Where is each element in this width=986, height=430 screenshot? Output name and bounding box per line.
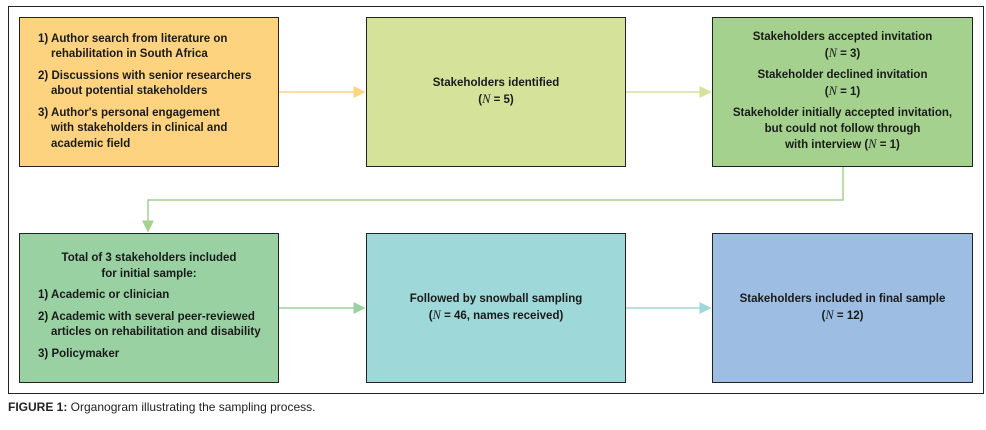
declined-label: Stakeholder declined invitation bbox=[757, 69, 928, 82]
item-text: academic field bbox=[51, 137, 131, 150]
n-symbol: N bbox=[828, 45, 837, 60]
caption-label: FIGURE 1: bbox=[8, 400, 68, 414]
paren: ( bbox=[428, 309, 433, 322]
item-text: rehabilitation in South Africa bbox=[51, 48, 208, 61]
item-number: 1) bbox=[38, 32, 49, 45]
n-symbol: N bbox=[482, 91, 491, 106]
initial-title-line: Total of 3 stakeholders included bbox=[61, 252, 237, 264]
item-text: Author's personal engagement bbox=[51, 106, 220, 119]
n-symbol: N bbox=[432, 307, 441, 322]
initial-item-1: 1) Academic or clinician bbox=[38, 288, 278, 304]
paren: ( bbox=[824, 47, 829, 60]
snowball-count: (N = 46, names received) bbox=[429, 308, 564, 325]
initial-item-3: 3) Policymaker bbox=[38, 347, 278, 363]
n-value: = 3) bbox=[836, 47, 861, 60]
n-symbol: N bbox=[825, 307, 834, 322]
box-snowball-sampling: Followed by snowball sampling (N = 46, n… bbox=[366, 233, 626, 383]
caption-text: Organogram illustrating the sampling pro… bbox=[67, 400, 316, 414]
item-text: Academic with several peer-reviewed bbox=[51, 310, 255, 323]
paren: ( bbox=[824, 85, 829, 98]
item-text: Policymaker bbox=[51, 347, 120, 360]
paren: ( bbox=[821, 309, 826, 322]
final-title: Stakeholders included in final sample bbox=[739, 293, 946, 305]
item-text: Author search from literature on bbox=[51, 32, 228, 45]
accepted-label: Stakeholders accepted invitation bbox=[752, 31, 933, 44]
source-item-3: 3) Author's personal engagement with sta… bbox=[38, 106, 278, 153]
item-text: about potential stakeholders bbox=[51, 85, 208, 98]
identified-title: Stakeholders identified bbox=[432, 77, 560, 89]
snowball-title: Followed by snowball sampling bbox=[409, 293, 583, 305]
dropout-group: Stakeholder initially accepted invitatio… bbox=[733, 106, 952, 154]
dropout-label: Stakeholder initially accepted invitatio… bbox=[732, 107, 953, 120]
dropout-label: but could not follow through bbox=[764, 122, 921, 135]
n-value: = 5) bbox=[490, 93, 514, 106]
paren: ( bbox=[478, 93, 483, 106]
initial-item-2: 2) Academic with several peer-reviewed a… bbox=[38, 310, 278, 341]
initial-title: Total of 3 stakeholders included for ini… bbox=[20, 251, 278, 282]
source-item-2: 2) Discussions with senior researchers a… bbox=[38, 69, 278, 100]
final-count: (N = 12) bbox=[822, 308, 864, 325]
box-final-sample: Stakeholders included in final sample (N… bbox=[712, 233, 973, 383]
dropout-label: with interview ( bbox=[785, 139, 869, 152]
declined-count: (N = 1) bbox=[758, 84, 928, 101]
item-text: Academic or clinician bbox=[51, 289, 170, 301]
accepted-count: (N = 3) bbox=[753, 46, 933, 63]
item-text: articles on rehabilitation and disabilit… bbox=[51, 326, 261, 338]
n-symbol: N bbox=[868, 137, 877, 152]
item-number: 3) bbox=[38, 106, 49, 119]
item-number: 1) bbox=[38, 289, 49, 301]
n-value: = 1) bbox=[876, 139, 900, 152]
item-number: 2) bbox=[38, 69, 49, 82]
item-number: 3) bbox=[38, 347, 49, 360]
box-stakeholder-sources: 1) Author search from literature on reha… bbox=[19, 17, 279, 167]
diagram-frame bbox=[8, 6, 984, 394]
identified-count: (N = 5) bbox=[478, 92, 514, 109]
n-value: = 12) bbox=[833, 309, 864, 322]
source-item-1: 1) Author search from literature on reha… bbox=[38, 32, 278, 63]
box-initial-sample: Total of 3 stakeholders included for ini… bbox=[19, 233, 279, 383]
declined-group: Stakeholder declined invitation (N = 1) bbox=[758, 68, 928, 100]
item-number: 2) bbox=[38, 310, 49, 323]
box-invitation-outcomes: Stakeholders accepted invitation (N = 3)… bbox=[712, 17, 973, 167]
n-symbol: N bbox=[828, 83, 837, 98]
initial-title-line: for initial sample: bbox=[101, 267, 197, 280]
dropout-count: with interview (N = 1) bbox=[733, 137, 952, 154]
box-stakeholders-identified: Stakeholders identified (N = 5) bbox=[366, 17, 626, 167]
n-value: = 46, names received) bbox=[440, 309, 564, 322]
figure-caption: FIGURE 1: Organogram illustrating the sa… bbox=[8, 400, 315, 414]
accepted-group: Stakeholders accepted invitation (N = 3) bbox=[753, 30, 933, 62]
item-text: with stakeholders in clinical and bbox=[51, 122, 228, 135]
n-value: = 1) bbox=[836, 85, 861, 98]
item-text: Discussions with senior researchers bbox=[51, 69, 252, 82]
